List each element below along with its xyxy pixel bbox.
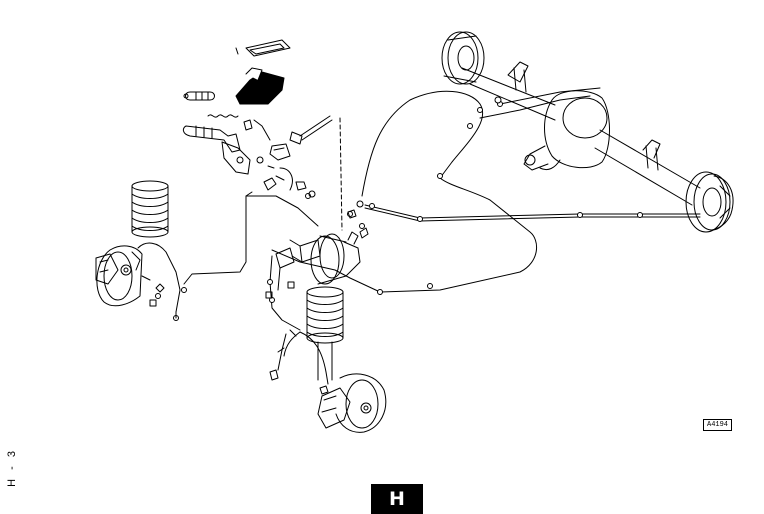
right-rear-brake-assembly (685, 171, 734, 233)
pipe-fittings (155, 96, 643, 321)
left-rear-brake-drum (441, 31, 485, 85)
reference-line-dashed (339, 117, 343, 231)
page-side-code: H - 3 (6, 448, 18, 487)
left-front-disc-brake (95, 242, 181, 319)
left-front-suspension-strut (131, 180, 169, 238)
loose-fasteners (149, 209, 369, 395)
brake-pipe-network (183, 87, 701, 371)
master-cylinder-servo (275, 231, 361, 291)
right-front-suspension-strut (306, 286, 344, 381)
rear-axle-assembly (441, 31, 734, 233)
handbrake-lever-assembly (182, 39, 333, 198)
right-front-disc-brake (277, 329, 387, 433)
section-tab: H (371, 484, 423, 514)
drawing-reference-code: A4194 (703, 419, 733, 431)
